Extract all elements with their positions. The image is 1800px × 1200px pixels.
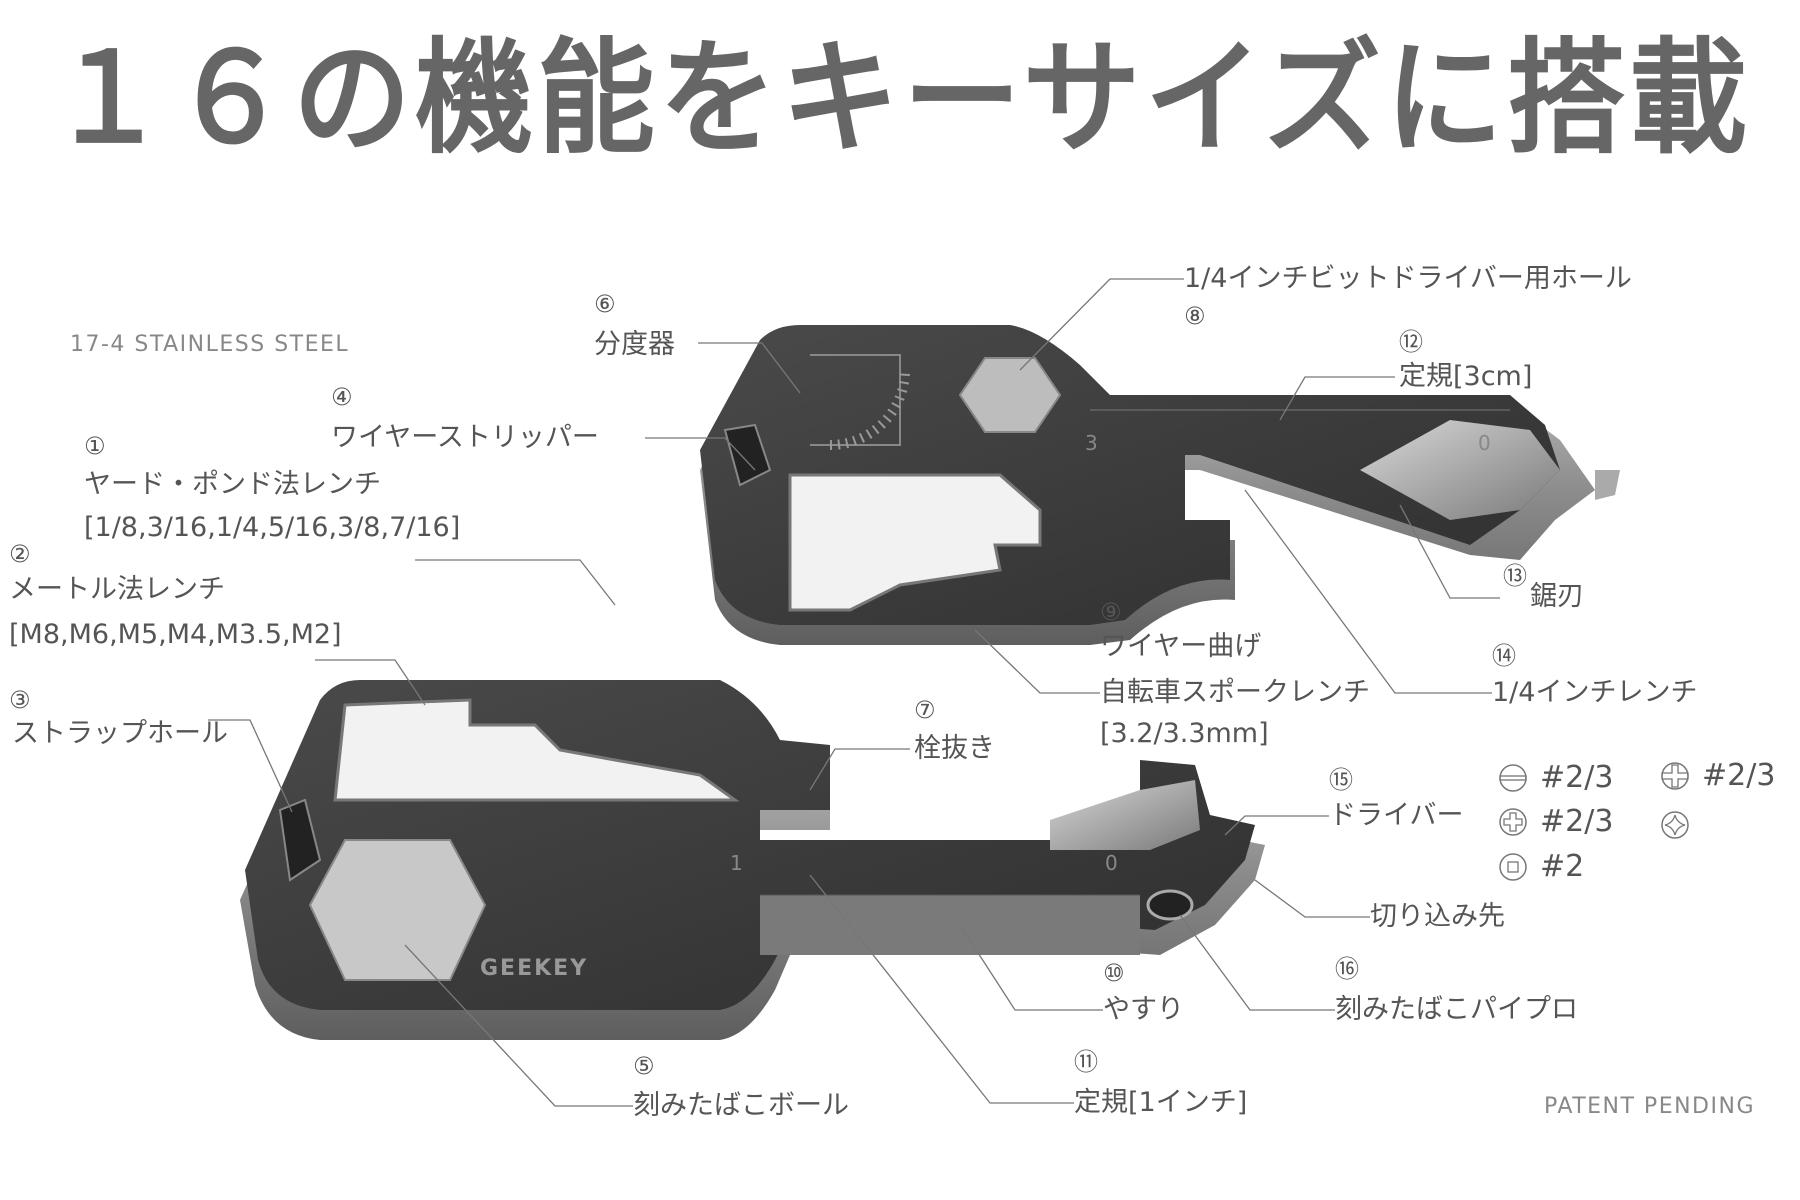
- feature-15-label: ドライバー: [1329, 800, 1464, 831]
- page-title: １６の機能をキーサイズに搭載: [48, 24, 1752, 171]
- driver-size: #2/3: [1702, 758, 1776, 793]
- feature-4-label: ワイヤーストリッパー: [331, 422, 599, 453]
- driver-type-square: #2: [1498, 849, 1584, 884]
- patent-label: PATENT PENDING: [1544, 1094, 1755, 1119]
- feature-8-label: 1/4インチビットドライバー用ホール: [1184, 263, 1632, 294]
- ruler-mark-0: 0: [1478, 431, 1491, 455]
- feature-1-label: ヤード・ポンド法レンチ: [84, 469, 381, 500]
- feature-7-label: 栓抜き: [914, 733, 995, 764]
- feature-2-detail: [M8,M6,M5,M4,M3.5,M2]: [9, 619, 342, 650]
- feature-2-number: ②: [9, 540, 31, 568]
- feature-3-label: ストラップホール: [12, 718, 228, 749]
- driver-size: #2/3: [1540, 760, 1614, 795]
- pozi-screw-icon: [1661, 811, 1689, 839]
- ruler-mark-3: 3: [1085, 431, 1098, 455]
- top-key: 3 0: [700, 325, 1620, 645]
- driver-type-slotted: #2/3: [1498, 760, 1613, 795]
- feature-12-label: 定規[3cm]: [1399, 361, 1533, 392]
- driver-type-pozi: [1660, 810, 1702, 840]
- slotted-screw-icon: [1499, 763, 1527, 792]
- ruler-mark-1: 1: [730, 851, 743, 875]
- driver-size: #2/3: [1540, 804, 1614, 839]
- feature-10-label: やすり: [1103, 994, 1184, 1025]
- feature-5-number: ⑤: [633, 1052, 655, 1080]
- feature-14-label: 1/4インチレンチ: [1492, 677, 1698, 708]
- feature-9-label: ワイヤー曲げ: [1100, 631, 1262, 662]
- feature-7-number: ⑦: [914, 696, 936, 724]
- feature-10-number: ⑩: [1103, 959, 1125, 987]
- feature-16-number: ⑯: [1335, 955, 1359, 983]
- feature-6-label: 分度器: [594, 329, 675, 360]
- feature-9-number: ⑨: [1100, 598, 1122, 626]
- feature-13-number: ⑬: [1503, 562, 1527, 590]
- feature-14-number: ⑭: [1492, 642, 1516, 670]
- feature-15-number: ⑮: [1329, 766, 1353, 794]
- feature-6-number: ⑥: [594, 290, 616, 318]
- feature-11-number: ⑪: [1074, 1048, 1098, 1076]
- ruler-mark-0b: 0: [1105, 851, 1118, 875]
- driver-type-phillips: #2/3: [1498, 804, 1613, 839]
- feature-2-label: メートル法レンチ: [9, 574, 225, 605]
- feature-8-number: ⑧: [1184, 302, 1206, 330]
- feature-9-detail: [3.2/3.3mm]: [1100, 718, 1269, 749]
- brand-logo: GEEKEY: [480, 956, 588, 981]
- feature-16-label: 刻みたばこパイプロ: [1335, 994, 1578, 1025]
- feature-11-label: 定規[1インチ]: [1074, 1087, 1248, 1118]
- feature-1-detail: [1/8,3/16,1/4,5/16,3/8,7/16]: [84, 512, 461, 543]
- material-label: 17-4 STAINLESS STEEL: [70, 332, 350, 357]
- feature-1-number: ①: [84, 432, 106, 460]
- feature-13-label: 鋸刃: [1530, 581, 1584, 612]
- notch-tip-label: 切り込み先: [1370, 901, 1505, 932]
- feature-3-number: ③: [9, 686, 31, 714]
- driver-size: #2: [1540, 849, 1585, 884]
- phillips-screw-icon: [1499, 807, 1527, 836]
- combo-screw-icon: [1661, 761, 1689, 790]
- feature-4-number: ④: [331, 383, 353, 411]
- bottom-key: 1 0 GEEKEY: [240, 680, 1265, 1040]
- square-screw-icon: [1499, 852, 1527, 881]
- driver-type-combo: #2/3: [1660, 758, 1775, 793]
- feature-9-label2: 自転車スポークレンチ: [1100, 677, 1370, 708]
- feature-12-number: ⑫: [1399, 328, 1423, 356]
- feature-5-label: 刻みたばこボール: [633, 1090, 849, 1121]
